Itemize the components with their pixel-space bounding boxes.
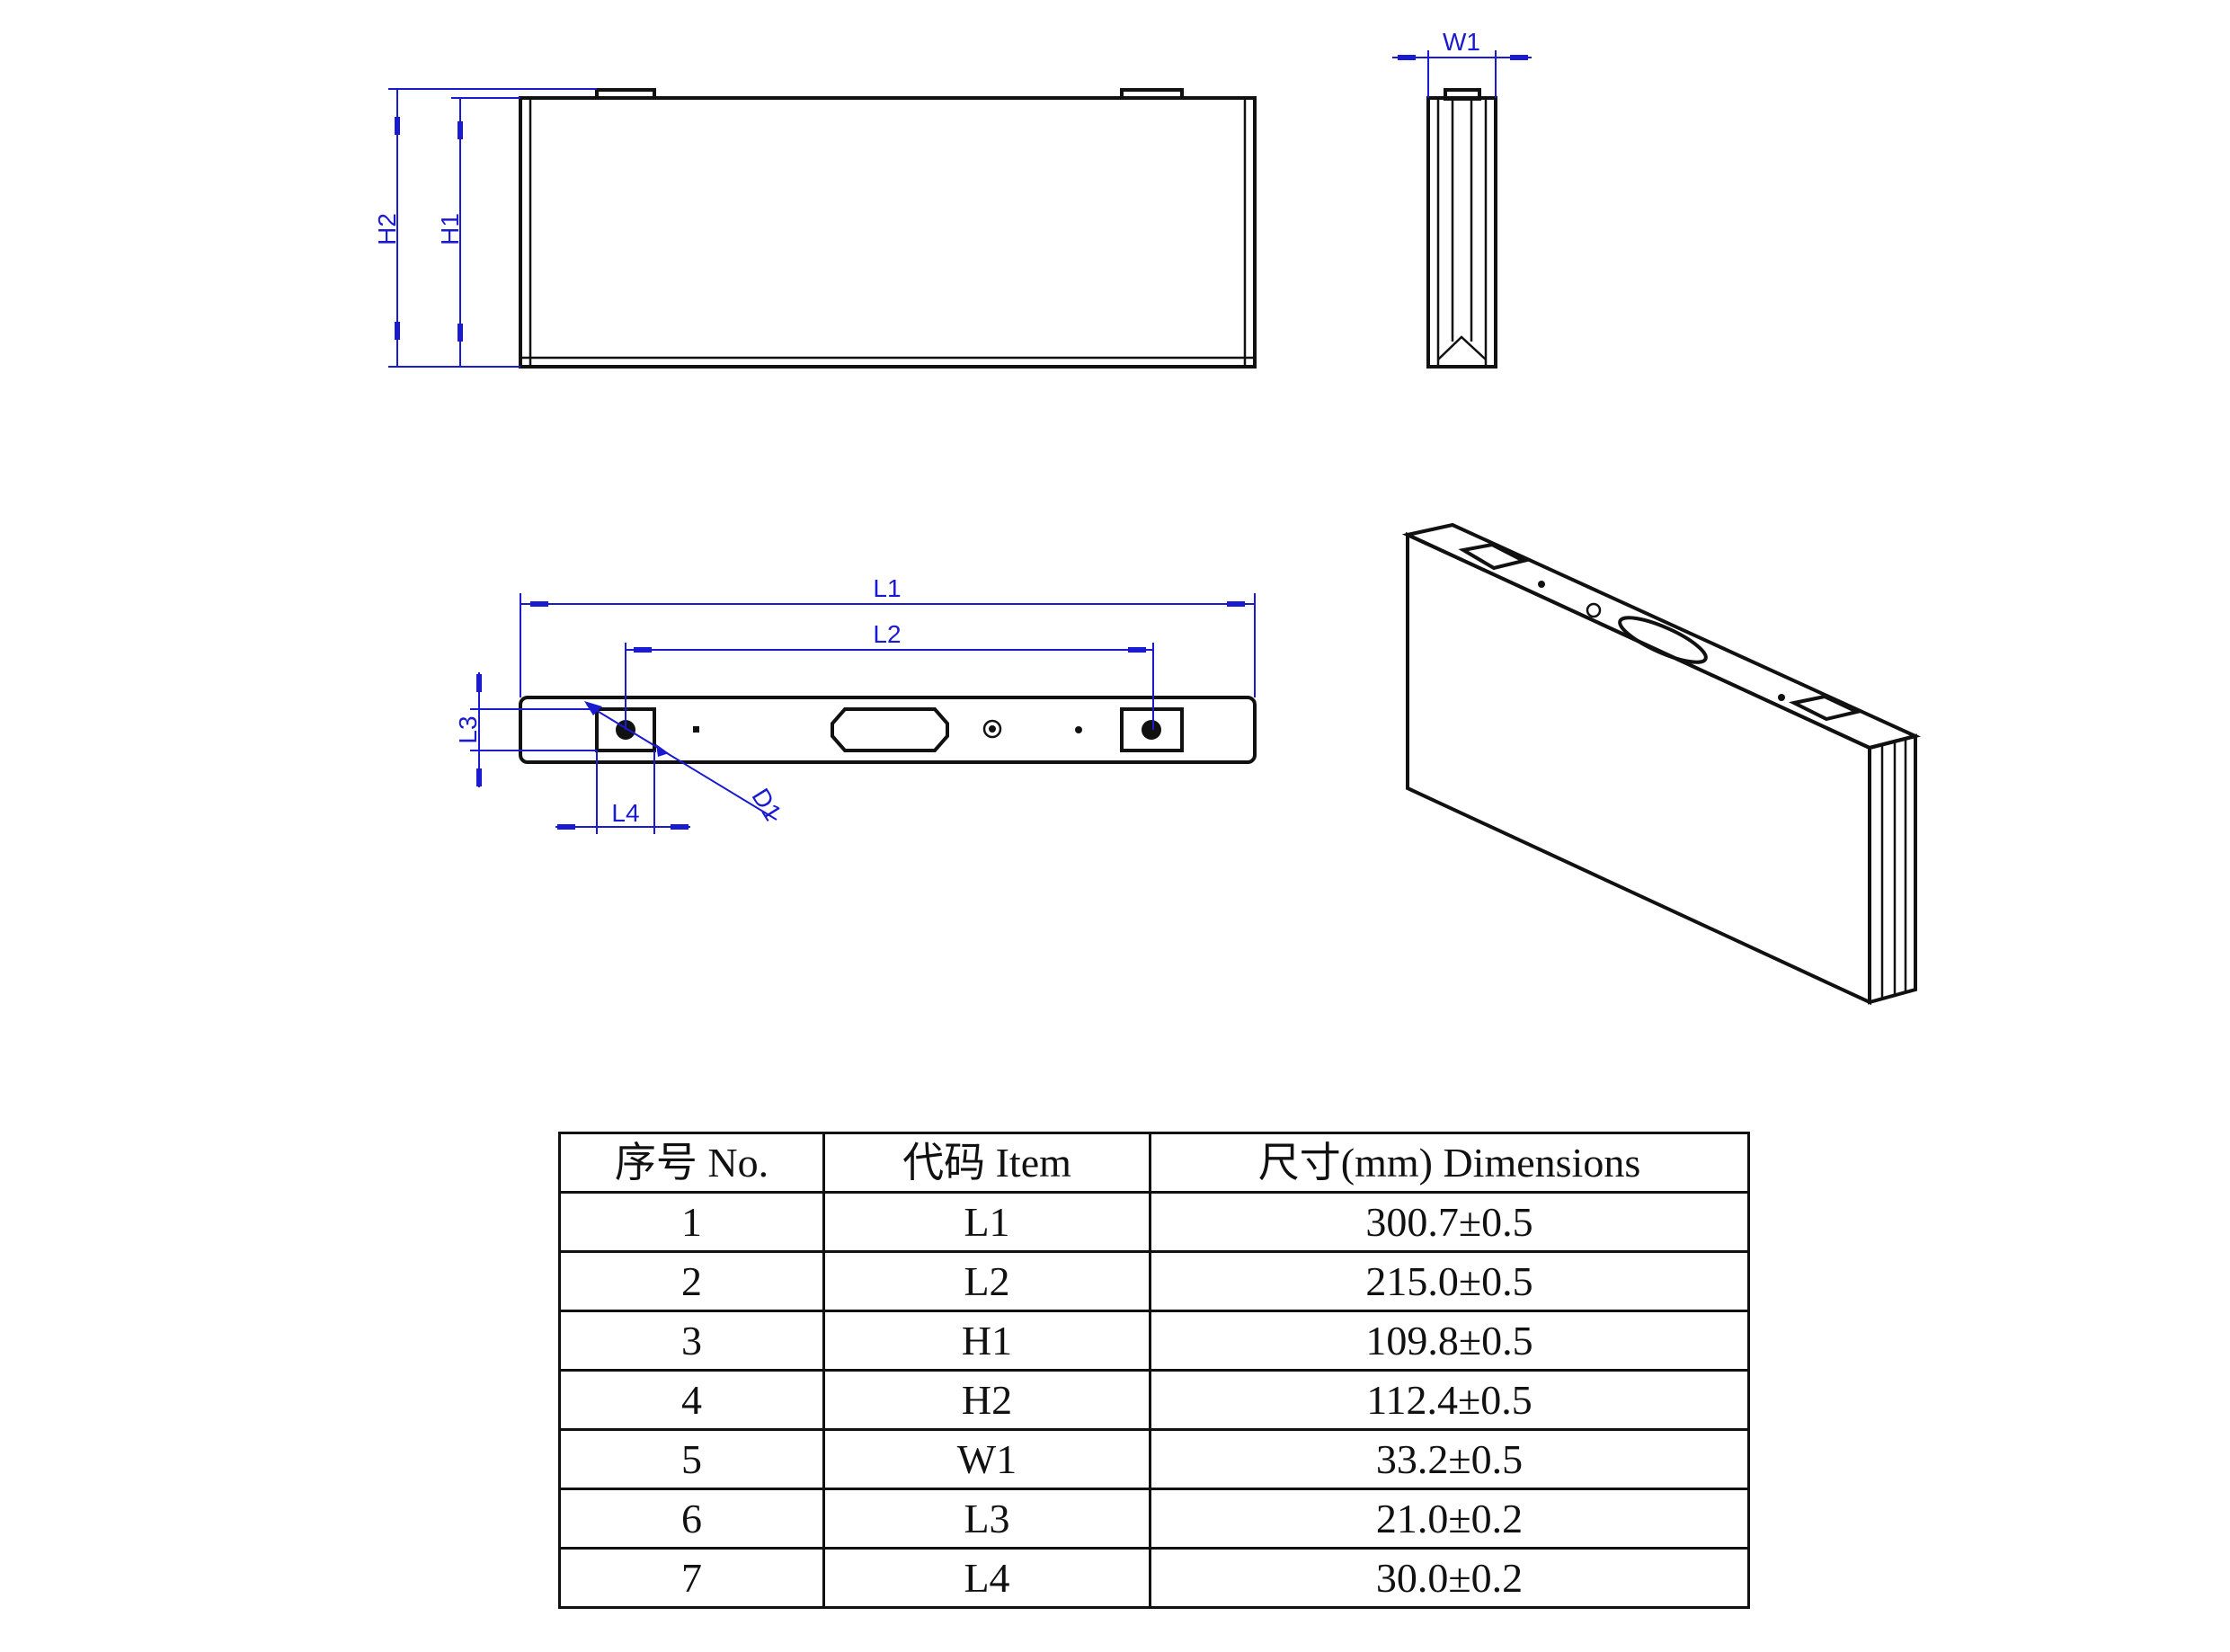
cell-item: H1 xyxy=(822,1310,1151,1372)
terminal-tab-right xyxy=(1120,88,1184,98)
dimension-l4: L4 xyxy=(555,751,690,834)
dimension-h1: H1 xyxy=(436,97,520,367)
cell-item: L4 xyxy=(822,1547,1151,1609)
terminal-tab-left xyxy=(595,88,656,98)
label-l1: L1 xyxy=(873,574,901,602)
label-h1: H1 xyxy=(436,213,464,245)
table-header-row: 序号 No. 代码 Item 尺寸(mm) Dimensions xyxy=(558,1132,1750,1194)
label-l2: L2 xyxy=(873,620,901,648)
label-w1: W1 xyxy=(1443,28,1480,56)
dimension-l3: L3 xyxy=(454,672,597,787)
label-h2: H2 xyxy=(373,213,401,245)
label-l4: L4 xyxy=(611,799,639,827)
top-view-body xyxy=(519,696,1257,764)
cell-dimension: 109.8±0.5 xyxy=(1149,1310,1750,1372)
cell-no: 7 xyxy=(558,1547,825,1609)
cell-dimension: 30.0±0.2 xyxy=(1149,1547,1750,1609)
label-d1: D1 xyxy=(746,784,786,826)
top-view: L1 L2 L3 L4 D1 xyxy=(454,574,1257,834)
front-view-body xyxy=(519,96,1257,369)
dimension-l1: L1 xyxy=(520,574,1256,697)
cell-no: 5 xyxy=(558,1428,825,1490)
cell-item: L1 xyxy=(822,1191,1151,1253)
cell-dimension: 300.7±0.5 xyxy=(1149,1191,1750,1253)
front-view: H2 H1 xyxy=(373,88,1257,369)
cell-item: L3 xyxy=(822,1488,1151,1550)
cell-item: H2 xyxy=(822,1369,1151,1431)
side-view: W1 xyxy=(1392,28,1532,369)
cell-no: 6 xyxy=(558,1488,825,1550)
cell-dimension: 21.0±0.2 xyxy=(1149,1488,1750,1550)
positive-terminal xyxy=(1120,707,1184,752)
label-l3: L3 xyxy=(454,715,482,743)
header-item: 代码 Item xyxy=(822,1132,1151,1194)
dimension-h2: H2 xyxy=(373,88,597,368)
isometric-view xyxy=(1401,522,1921,1006)
cell-no: 2 xyxy=(558,1250,825,1312)
cell-no: 4 xyxy=(558,1369,825,1431)
cell-item: L2 xyxy=(822,1250,1151,1312)
cell-dimension: 112.4±0.5 xyxy=(1149,1369,1750,1431)
cell-no: 3 xyxy=(558,1310,825,1372)
cell-item: W1 xyxy=(822,1428,1151,1490)
header-no: 序号 No. xyxy=(558,1132,825,1194)
dimension-w1: W1 xyxy=(1392,28,1532,98)
header-dimensions: 尺寸(mm) Dimensions xyxy=(1149,1132,1750,1194)
cell-dimension: 33.2±0.5 xyxy=(1149,1428,1750,1490)
cell-dimension: 215.0±0.5 xyxy=(1149,1250,1750,1312)
safety-vent xyxy=(831,707,949,752)
dimension-l2: L2 xyxy=(625,620,1154,730)
cell-no: 1 xyxy=(558,1191,825,1253)
